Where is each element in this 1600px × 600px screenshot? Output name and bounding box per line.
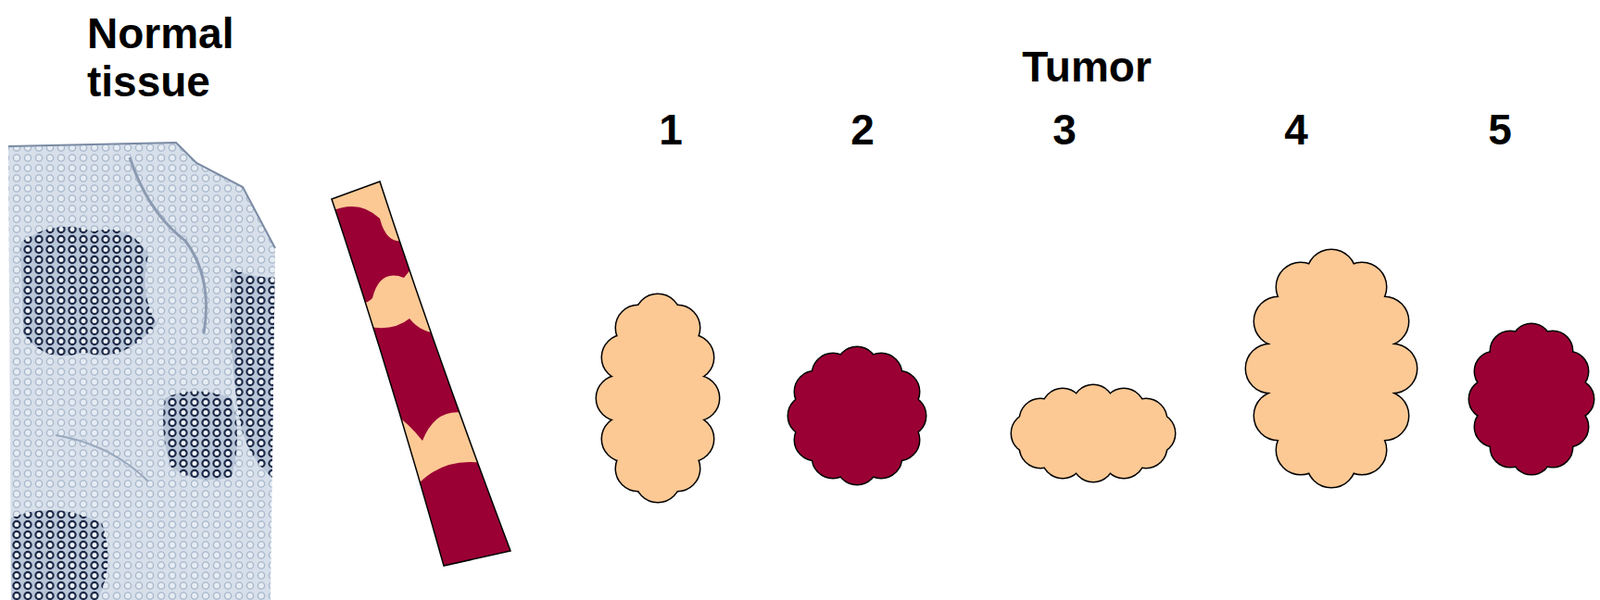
panel-label: Normal tissue — [87, 9, 273, 106]
tumor-3 — [1011, 385, 1175, 482]
tissue-image — [0, 138, 278, 600]
callout-number: 1 — [658, 105, 683, 154]
tumor-1 — [596, 294, 719, 503]
callout-number: 3 — [1052, 105, 1077, 154]
group-label: Tumor — [1021, 42, 1152, 91]
callout-number: 4 — [1284, 105, 1309, 154]
tumor-4 — [1246, 250, 1417, 488]
mosaic-strip — [324, 181, 524, 580]
callout-number: 2 — [850, 105, 875, 154]
tumor-5 — [1469, 324, 1594, 475]
tumor-2 — [788, 347, 926, 485]
callout-number: 5 — [1487, 105, 1512, 154]
tissue-edge — [8, 142, 276, 249]
